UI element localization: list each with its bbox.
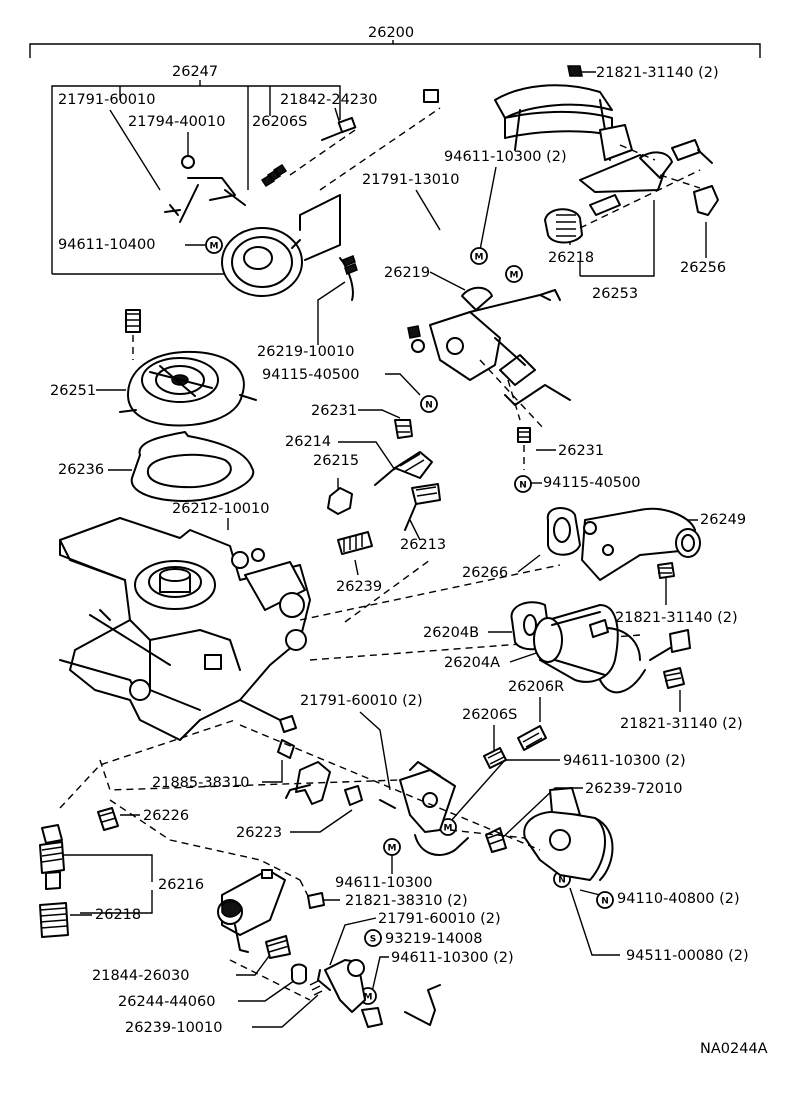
badge-m-94611-10400: M [205, 236, 223, 254]
callout-26204B: 26204B [423, 625, 479, 641]
callout-94611-10400: 94611-10400 [58, 237, 156, 253]
callout-21842-24230: 21842-24230 [280, 92, 378, 108]
throttle-lever-parts [277, 739, 614, 881]
callout-94115-40500-left: 94115-40500 [262, 367, 360, 383]
badge-n-lower-2: N [596, 891, 614, 909]
svg-text:M: M [510, 271, 519, 281]
assembly-bracket: 26200 [29, 25, 761, 58]
callout-26214: 26214 [285, 434, 331, 450]
callout-26239: 26239 [336, 579, 382, 595]
top-cover-part [119, 309, 257, 427]
needle-valve-parts [327, 419, 531, 555]
callout-26251: 26251 [50, 383, 96, 399]
callout-21821-31140-low: 21821-31140 (2) [620, 716, 743, 732]
callout-26215: 26215 [313, 453, 359, 469]
callout-26231-right: 26231 [558, 443, 604, 459]
svg-text:M: M [475, 253, 484, 263]
badge-m-top-2: M [505, 265, 523, 283]
callout-26253: 26253 [592, 286, 638, 302]
svg-text:N: N [601, 897, 609, 907]
callout-26212-10010: 26212-10010 [172, 501, 270, 517]
callout-21821-31140-top: 21821-31140 (2) [596, 65, 719, 81]
callout-21885-38310: 21885-38310 [152, 775, 250, 791]
callout-21794-40010: 21794-40010 [128, 114, 226, 130]
svg-text:S: S [370, 935, 376, 945]
callout-94611-10300-top: 94611-10300 (2) [444, 149, 567, 165]
callout-26206S-top: 26206S [252, 114, 307, 130]
callout-26244-44060: 26244-44060 [118, 994, 216, 1010]
svg-text:M: M [444, 824, 453, 834]
callout-26247: 26247 [172, 64, 218, 80]
svg-text:N: N [519, 481, 527, 491]
callout-21821-31140-mid: 21821-31140 (2) [615, 610, 738, 626]
callout-26249: 26249 [700, 512, 746, 528]
callout-26256: 26256 [680, 260, 726, 276]
callout-94511-00080: 94511-00080 (2) [626, 948, 749, 964]
badge-m-top-1: M [470, 247, 488, 265]
choke-solenoid-part [510, 601, 691, 694]
svg-text:M: M [388, 844, 397, 854]
callout-21791-60010-2b: 21791-60010 (2) [378, 911, 501, 927]
callout-26219: 26219 [384, 265, 430, 281]
callout-26266: 26266 [462, 565, 508, 581]
callout-94115-40500-right: 94115-40500 [543, 475, 641, 491]
accelerator-lever-parts [217, 869, 441, 1028]
callout-94611-10300-mid: 94611-10300 (2) [563, 753, 686, 769]
screw-26206R [517, 725, 547, 751]
callout-26216: 26216 [158, 877, 204, 893]
callout-26213: 26213 [400, 537, 446, 553]
callout-94110-40800: 94110-40800 (2) [617, 891, 740, 907]
svg-text:N: N [558, 876, 566, 886]
callout-26223: 26223 [236, 825, 282, 841]
callout-94611-10300-bottom: 94611-10300 (2) [391, 950, 514, 966]
callout-21844-26030: 21844-26030 [92, 968, 190, 984]
callout-94611-10300-single: 94611-10300 [335, 875, 433, 891]
callout-26218-bottom: 26218 [95, 907, 141, 923]
svg-text:N: N [425, 401, 433, 411]
callout-26204A: 26204A [444, 655, 500, 671]
outlet-pipe-part [546, 507, 701, 581]
fuel-cut-valve-parts [39, 807, 119, 938]
callout-93219-14008: 93219-14008 [385, 931, 483, 947]
callout-21791-13010: 21791-13010 [362, 172, 460, 188]
badge-n-left: N [420, 395, 438, 413]
svg-text:M: M [210, 242, 219, 252]
callout-21791-60010: 21791-60010 [58, 92, 156, 108]
vacuum-diaphragm-part [164, 89, 441, 301]
badge-m-mid-2: M [383, 838, 401, 856]
assembly-number: 26200 [368, 25, 414, 41]
callout-26226: 26226 [143, 808, 189, 824]
badge-s-93219-14008: S [364, 929, 382, 947]
callout-26218-top: 26218 [548, 250, 594, 266]
svg-text:M: M [364, 993, 373, 1003]
throttle-bracket-part [494, 65, 719, 244]
callout-26239-10010: 26239-10010 [125, 1020, 223, 1036]
callout-26231-left: 26231 [311, 403, 357, 419]
gasket-part [130, 431, 255, 502]
callout-26206S-low: 26206S [462, 707, 517, 723]
callout-26236: 26236 [58, 462, 104, 478]
callout-26206R: 26206R [508, 679, 564, 695]
carburetor-body-part [59, 517, 311, 741]
callout-26239-72010: 26239-72010 [585, 781, 683, 797]
callout-26219-10010: 26219-10010 [257, 344, 355, 360]
badge-n-right: N [514, 475, 532, 493]
callout-21791-60010-2: 21791-60010 (2) [300, 693, 423, 709]
figure-code: NA0244A [700, 1041, 768, 1057]
callout-21821-38310: 21821-38310 (2) [345, 893, 468, 909]
throttle-linkage-part [407, 286, 571, 431]
